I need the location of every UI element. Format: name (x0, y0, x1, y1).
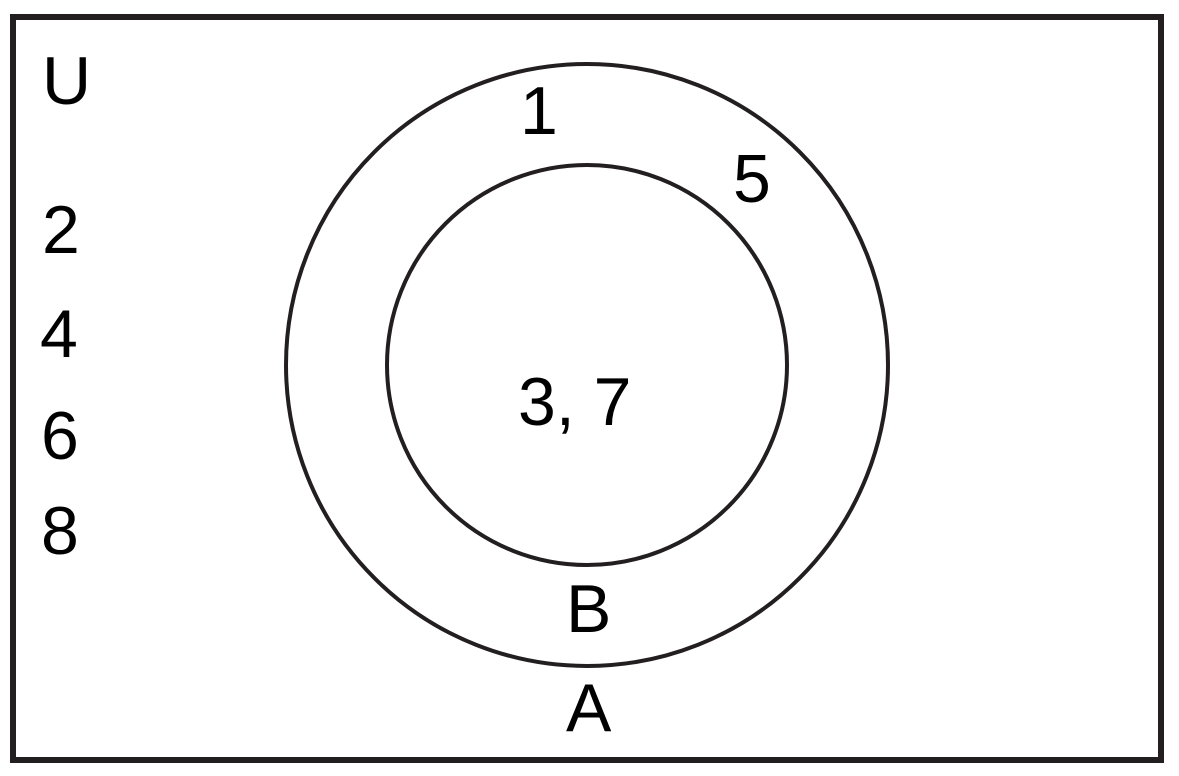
outside-element-8: 8 (41, 493, 79, 569)
universe-rectangle (10, 14, 1164, 763)
set-b-label: B (566, 571, 612, 647)
set-a-circle (284, 62, 890, 668)
a-only-element-5: 5 (733, 141, 771, 217)
set-a-label: A (566, 670, 612, 746)
universe-label: U (42, 43, 92, 119)
outside-element-4: 4 (40, 296, 78, 372)
outside-element-2: 2 (42, 192, 80, 268)
set-b-elements: 3, 7 (518, 364, 632, 440)
set-b-circle (385, 163, 789, 567)
outside-element-6: 6 (41, 398, 79, 474)
a-only-element-1: 1 (520, 73, 558, 149)
